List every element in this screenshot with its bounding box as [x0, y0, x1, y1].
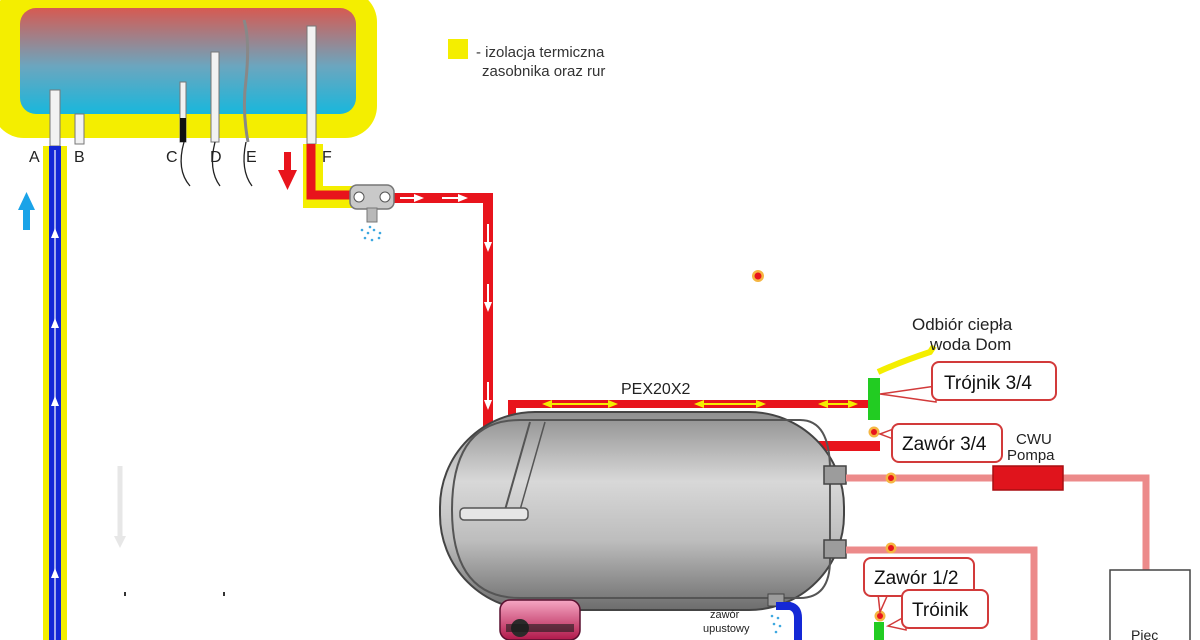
- port-f-pipe: [306, 25, 317, 145]
- port-a-pipe: [49, 89, 61, 147]
- stove-label: Piec: [1131, 627, 1158, 640]
- ghost-arrow: [114, 466, 126, 548]
- drain-valve-label-line2: upustowy: [703, 623, 750, 635]
- stove-box: [1109, 569, 1191, 640]
- callout-valve-34: Zawór 3/4: [877, 423, 1003, 463]
- port-label-e: E: [246, 149, 257, 166]
- safety-valve: [349, 184, 395, 242]
- hot-outflow-arrow: [278, 152, 297, 190]
- tee-fitting-bottom: [874, 622, 884, 640]
- tank-inner-outline: [450, 419, 831, 599]
- horizontal-tank: [439, 411, 847, 611]
- legend-text-line1: - izolacja termiczna: [476, 44, 605, 61]
- callout-valve-34-text: Zawór 3/4: [902, 434, 987, 455]
- port-d-pipe: [210, 51, 220, 143]
- expansion-pump: [499, 599, 581, 640]
- legend-text-line2: zasobnika oraz rur: [482, 63, 605, 80]
- tee-fitting-top: [868, 344, 937, 420]
- riser-flow-arrow: [51, 396, 59, 406]
- drain-valve-label-line1: zawór: [710, 609, 740, 621]
- sensor-e-wire: [243, 141, 253, 187]
- callout-tee-bottom: Tróinik: [885, 589, 989, 631]
- storage-tank: [0, 0, 377, 187]
- heat-output-label-line1: Odbiór ciepła: [912, 315, 1013, 334]
- riser-flow-arrow: [51, 318, 59, 328]
- callout-tee-34: Trójnik 3/4: [879, 361, 1057, 403]
- hot-pipe-segment: [306, 144, 358, 200]
- callout-tee-34-text: Trójnik 3/4: [944, 373, 1032, 394]
- cwu-pump: [992, 465, 1064, 491]
- water-drip-icon: [770, 614, 782, 634]
- callout-valve-12: Zawór 1/2: [863, 557, 975, 615]
- port-label-d: D: [210, 149, 222, 166]
- pex-label: PEX20X2: [621, 381, 690, 398]
- port-label-f: F: [322, 149, 332, 166]
- riser-flow-arrow: [51, 568, 59, 578]
- tank-internal-tube: [459, 507, 529, 521]
- heat-output-label-line2: woda Dom: [929, 335, 1011, 354]
- legend-swatch: [448, 39, 468, 59]
- riser-flow-arrow: [51, 228, 59, 238]
- return-pipes: [846, 474, 1150, 640]
- hot-pipe-main: [385, 193, 880, 451]
- port-labels: A B C D E F: [29, 149, 332, 166]
- cwu-label: CWU: [1016, 431, 1052, 448]
- callout-valve-12-text: Zawór 1/2: [874, 568, 958, 589]
- tank-body: [20, 8, 356, 114]
- callout-tee-bottom-text: Tróinik: [912, 600, 969, 621]
- sensor-c-wire: [180, 141, 191, 187]
- drain-blue-pipe: [776, 602, 802, 640]
- port-b-pipe: [74, 113, 85, 145]
- water-drip-icon: [360, 225, 382, 242]
- cold-inflow-arrow: [18, 192, 35, 230]
- pump-label: Pompa: [1007, 447, 1055, 464]
- port-label-c: C: [166, 149, 178, 166]
- port-label-b: B: [74, 149, 85, 166]
- port-label-a: A: [29, 149, 40, 166]
- port-c-tip: [180, 118, 186, 142]
- sensor-d-wire: [211, 141, 221, 187]
- marker-dot: [752, 270, 764, 282]
- fitting-dots: [868, 426, 897, 622]
- tank-cylinder: [439, 411, 845, 611]
- cold-water-riser: [43, 146, 67, 640]
- port-e-anode: [242, 19, 250, 143]
- bidirectional-arrows: [542, 400, 858, 408]
